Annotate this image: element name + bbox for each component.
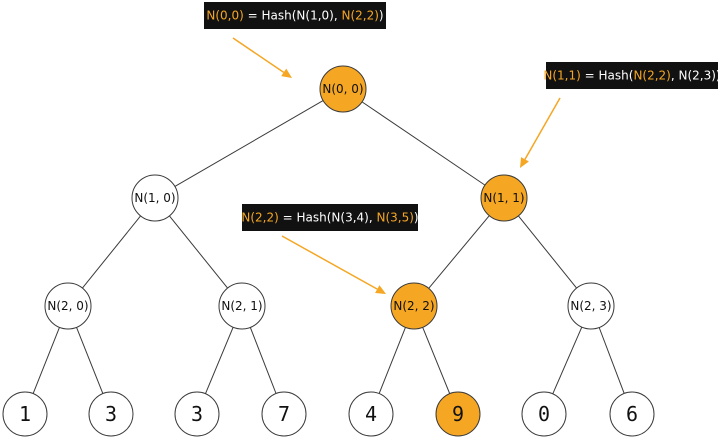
node-label: N(2, 2) xyxy=(393,299,434,313)
arrow-shaft xyxy=(281,235,378,290)
arrow-ann-n22 xyxy=(281,235,386,294)
edge-n11-n22 xyxy=(428,215,490,289)
node-label: 3 xyxy=(105,402,117,426)
leaf-node-l4: 4 xyxy=(348,391,394,437)
hash-node-n00: N(0, 0) xyxy=(319,65,367,113)
edge-n11-n23 xyxy=(518,215,577,289)
node-label: 4 xyxy=(365,402,377,426)
arrow-head-icon xyxy=(375,285,386,294)
edge-n10-n21 xyxy=(169,215,228,289)
edge-n22-l4 xyxy=(378,327,406,394)
leaf-node-l6: 0 xyxy=(521,391,567,437)
arrow-shaft xyxy=(232,37,285,74)
hash-node-n22: N(2, 2) xyxy=(390,282,438,330)
annotation-text: N(0,0) = Hash(N(1,0), N(2,2)) xyxy=(206,9,383,23)
leaf-node-l1: 3 xyxy=(88,391,134,437)
highlighted-term: N(0,0) xyxy=(206,9,243,23)
annotation-background xyxy=(242,204,418,231)
node-circle xyxy=(521,391,567,437)
node-circle xyxy=(218,282,266,330)
edge-n21-l2 xyxy=(204,327,234,394)
annotations: N(0,0) = Hash(N(1,0), N(2,2)) N(1,1) = Ha… xyxy=(204,2,720,231)
node-label: N(2, 0) xyxy=(47,299,88,313)
annotation-ann-n22: N(2,2) = Hash(N(3,4), N(3,5)) xyxy=(241,204,419,231)
leaf-node-l2: 3 xyxy=(174,391,220,437)
node-circle xyxy=(609,391,655,437)
annotation-ann-n11: N(1,1) = Hash(N(2,2), N(2,3)) xyxy=(543,62,720,89)
formula-text: = Hash(N(3,4), xyxy=(279,211,377,225)
edge-n20-l0 xyxy=(32,327,60,394)
node-circle xyxy=(390,282,438,330)
tree-nodes: N(0, 0) N(1, 0) N(1, 1) N(2, 0) N(2, 1) N(2, … xyxy=(2,65,655,437)
edge-n22-l5 xyxy=(422,327,451,394)
arrow-head-icon xyxy=(520,157,529,168)
node-circle xyxy=(174,391,220,437)
tree-edges xyxy=(32,100,625,395)
hash-node-n11: N(1, 1) xyxy=(480,174,528,222)
node-circle xyxy=(435,391,481,437)
hash-node-n20: N(2, 0) xyxy=(44,282,92,330)
node-label: 7 xyxy=(278,402,290,426)
node-label: 3 xyxy=(191,402,203,426)
annotation-text: N(1,1) = Hash(N(2,2), N(2,3)) xyxy=(543,69,720,83)
edge-n20-l1 xyxy=(76,327,104,394)
node-circle xyxy=(88,391,134,437)
node-circle xyxy=(567,282,615,330)
formula-text: ) xyxy=(379,9,384,23)
annotation-ann-n00: N(0,0) = Hash(N(1,0), N(2,2)) xyxy=(204,2,386,29)
node-circle xyxy=(131,174,179,222)
node-label: N(2, 1) xyxy=(221,299,262,313)
leaf-node-l7: 6 xyxy=(609,391,655,437)
node-label: 0 xyxy=(538,402,550,426)
arrow-head-icon xyxy=(281,68,292,78)
hash-node-n10: N(1, 0) xyxy=(131,174,179,222)
node-label: 6 xyxy=(626,402,638,426)
node-circle xyxy=(2,391,48,437)
highlighted-term: N(2,2) xyxy=(341,9,378,23)
arrow-shaft xyxy=(524,97,561,160)
formula-text: ) xyxy=(414,211,419,225)
leaf-node-l0: 1 xyxy=(2,391,48,437)
edge-n23-l6 xyxy=(552,326,583,395)
annotation-text: N(2,2) = Hash(N(3,4), N(3,5)) xyxy=(241,211,418,225)
leaf-node-l3: 7 xyxy=(261,391,307,437)
node-label: N(2, 3) xyxy=(570,299,611,313)
highlighted-term: N(3,5) xyxy=(376,211,413,225)
hash-node-n23: N(2, 3) xyxy=(567,282,615,330)
annotation-arrows xyxy=(232,37,561,294)
arrow-ann-n11 xyxy=(520,97,561,168)
node-label: N(0, 0) xyxy=(322,82,363,96)
highlighted-term: N(2,2) xyxy=(633,69,670,83)
highlighted-term: N(2,2) xyxy=(241,211,278,225)
node-circle xyxy=(480,174,528,222)
node-circle xyxy=(261,391,307,437)
node-label: 1 xyxy=(19,402,31,426)
node-label: N(1, 1) xyxy=(483,191,524,205)
node-label: 9 xyxy=(452,402,464,426)
annotation-background xyxy=(204,2,386,29)
hash-node-n21: N(2, 1) xyxy=(218,282,266,330)
node-label: N(1, 0) xyxy=(134,191,175,205)
annotation-background xyxy=(546,62,718,89)
formula-text: = Hash( xyxy=(581,69,634,83)
edge-n00-n10 xyxy=(174,100,324,187)
arrow-ann-n00 xyxy=(232,37,292,78)
node-circle xyxy=(348,391,394,437)
node-circle xyxy=(44,282,92,330)
leaf-node-l5: 9 xyxy=(435,391,481,437)
highlighted-term: N(1,1) xyxy=(543,69,580,83)
formula-text: = Hash(N(1,0), xyxy=(244,9,342,23)
edge-n23-l7 xyxy=(598,327,625,394)
edge-n10-n20 xyxy=(82,215,141,289)
node-circle xyxy=(319,65,367,113)
edge-n21-l3 xyxy=(249,327,277,394)
formula-text: , N(2,3)) xyxy=(671,69,720,83)
edge-n00-n11 xyxy=(361,101,486,186)
